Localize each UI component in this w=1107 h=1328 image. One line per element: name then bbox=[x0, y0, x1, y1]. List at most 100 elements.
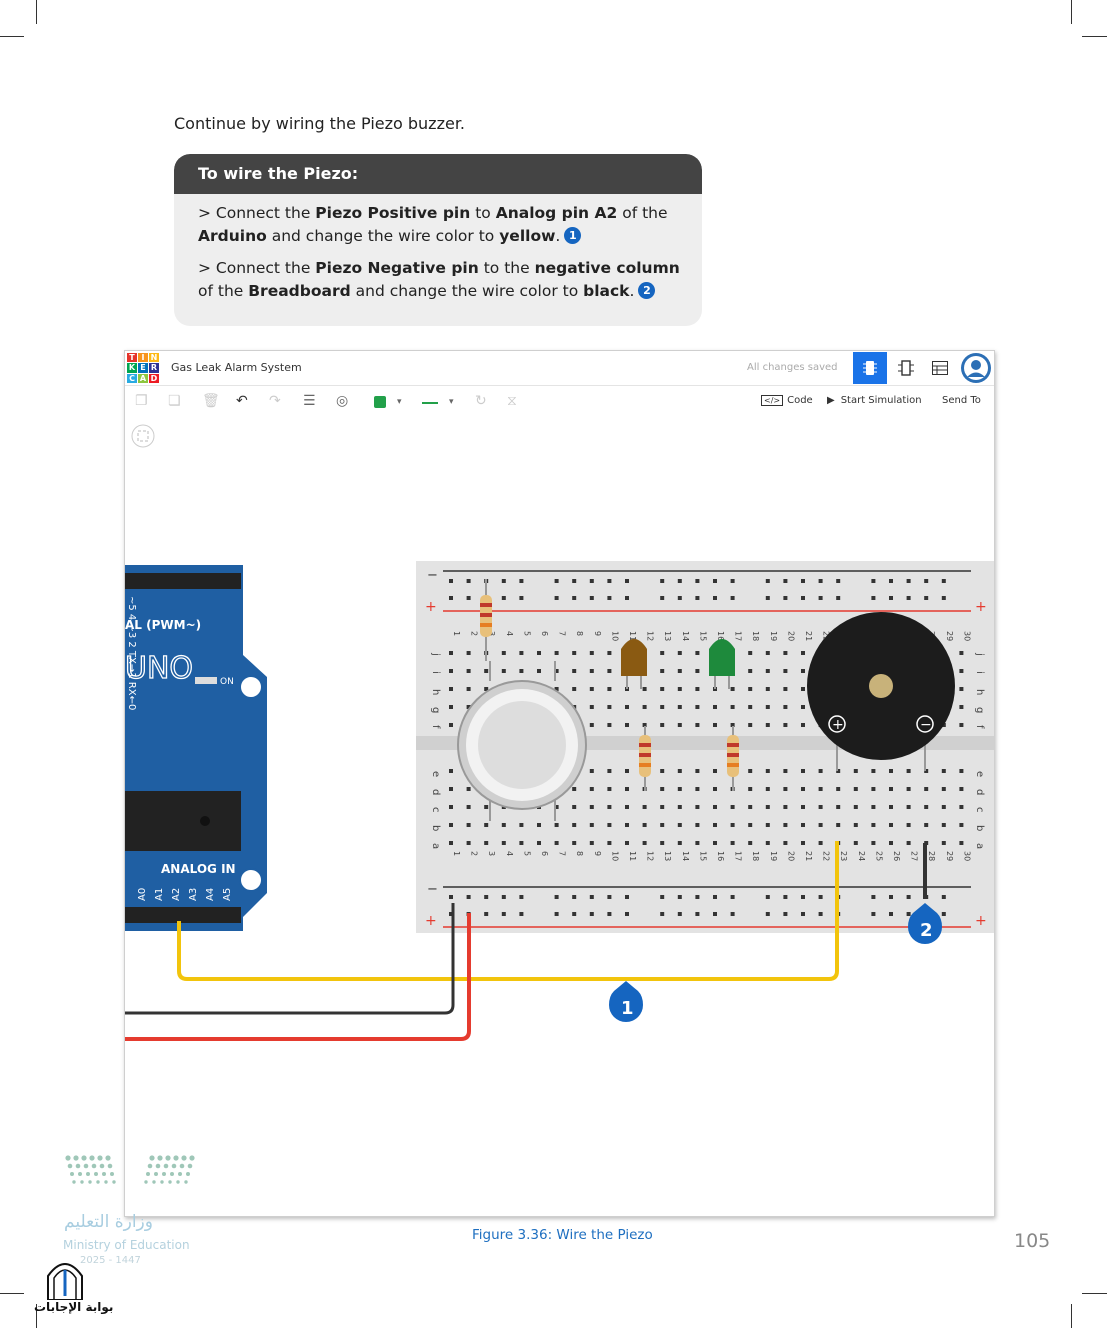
breadboard-hole[interactable] bbox=[801, 705, 805, 709]
breadboard-hole[interactable] bbox=[695, 895, 700, 899]
breadboard-hole[interactable] bbox=[677, 596, 682, 600]
undo-icon[interactable]: ↶ bbox=[236, 393, 248, 409]
breadboard-hole[interactable] bbox=[501, 651, 506, 655]
breadboard-hole[interactable] bbox=[572, 895, 577, 899]
resistor[interactable] bbox=[639, 726, 651, 791]
breadboard-hole[interactable] bbox=[871, 823, 876, 827]
breadboard-hole[interactable] bbox=[783, 723, 788, 727]
breadboard-hole[interactable] bbox=[466, 805, 471, 809]
breadboard-hole[interactable] bbox=[501, 895, 506, 899]
breadboard-hole[interactable] bbox=[607, 769, 612, 773]
breadboard-hole[interactable] bbox=[889, 912, 893, 916]
breadboard-hole[interactable] bbox=[836, 787, 841, 791]
breadboard-hole[interactable] bbox=[783, 895, 788, 899]
breadboard-hole[interactable] bbox=[730, 823, 735, 827]
breadboard-hole[interactable] bbox=[677, 723, 682, 727]
breadboard-hole[interactable] bbox=[889, 787, 893, 791]
breadboard-hole[interactable] bbox=[818, 805, 823, 809]
breadboard-hole[interactable] bbox=[660, 895, 665, 899]
breadboard-hole[interactable] bbox=[695, 805, 700, 809]
breadboard-hole[interactable] bbox=[713, 805, 717, 809]
breadboard-hole[interactable] bbox=[765, 912, 770, 916]
breadboard-hole[interactable] bbox=[871, 596, 876, 600]
breadboard-hole[interactable] bbox=[748, 687, 753, 691]
breadboard-hole[interactable] bbox=[607, 787, 612, 791]
schematic-view-button[interactable] bbox=[889, 352, 923, 384]
breadboard-hole[interactable] bbox=[449, 705, 453, 709]
breadboard-hole[interactable] bbox=[748, 705, 753, 709]
breadboard-hole[interactable] bbox=[554, 669, 559, 673]
breadboard-hole[interactable] bbox=[818, 596, 823, 600]
breadboard-hole[interactable] bbox=[554, 687, 559, 691]
breadboard-hole[interactable] bbox=[906, 895, 911, 899]
breadboard-hole[interactable] bbox=[572, 805, 577, 809]
breadboard-hole[interactable] bbox=[941, 841, 946, 845]
breadboard-hole[interactable] bbox=[801, 912, 805, 916]
breadboard-hole[interactable] bbox=[537, 823, 541, 827]
breadboard-hole[interactable] bbox=[906, 912, 911, 916]
breadboard-hole[interactable] bbox=[783, 579, 788, 583]
breadboard-hole[interactable] bbox=[501, 669, 506, 673]
breadboard-hole[interactable] bbox=[801, 723, 805, 727]
breadboard-hole[interactable] bbox=[801, 651, 805, 655]
breadboard-hole[interactable] bbox=[695, 687, 700, 691]
breadboard-hole[interactable] bbox=[642, 687, 647, 691]
breadboard-hole[interactable] bbox=[625, 841, 629, 845]
yellow-led[interactable] bbox=[621, 639, 647, 689]
breadboard-hole[interactable] bbox=[818, 823, 823, 827]
breadboard-hole[interactable] bbox=[836, 769, 841, 773]
breadboard-hole[interactable] bbox=[537, 651, 541, 655]
breadboard-hole[interactable] bbox=[449, 596, 453, 600]
breadboard-hole[interactable] bbox=[501, 841, 506, 845]
breadboard-hole[interactable] bbox=[906, 805, 911, 809]
send-to-button[interactable]: Send To bbox=[942, 395, 981, 406]
breadboard-hole[interactable] bbox=[959, 705, 964, 709]
rotate-icon[interactable]: ↻ bbox=[475, 393, 487, 409]
breadboard-hole[interactable] bbox=[713, 895, 717, 899]
breadboard-hole[interactable] bbox=[748, 651, 753, 655]
breadboard-hole[interactable] bbox=[677, 895, 682, 899]
breadboard-hole[interactable] bbox=[713, 841, 717, 845]
breadboard-hole[interactable] bbox=[660, 596, 665, 600]
breadboard-hole[interactable] bbox=[537, 669, 541, 673]
red-wire[interactable] bbox=[125, 913, 471, 1041]
breadboard-hole[interactable] bbox=[466, 579, 471, 583]
breadboard-hole[interactable] bbox=[695, 596, 700, 600]
breadboard-hole[interactable] bbox=[466, 705, 471, 709]
breadboard-hole[interactable] bbox=[484, 805, 489, 809]
delete-icon[interactable]: 🗑 bbox=[202, 393, 220, 409]
breadboard-hole[interactable] bbox=[519, 841, 524, 845]
breadboard-hole[interactable] bbox=[765, 705, 770, 709]
breadboard-hole[interactable] bbox=[695, 769, 700, 773]
breadboard-hole[interactable] bbox=[625, 596, 629, 600]
breadboard-hole[interactable] bbox=[906, 841, 911, 845]
breadboard-hole[interactable] bbox=[713, 723, 717, 727]
breadboard-hole[interactable] bbox=[660, 669, 665, 673]
breadboard-hole[interactable] bbox=[589, 769, 594, 773]
paste-icon[interactable]: ❏ bbox=[168, 393, 181, 409]
breadboard-hole[interactable] bbox=[572, 912, 577, 916]
breadboard-hole[interactable] bbox=[748, 805, 753, 809]
breadboard-hole[interactable] bbox=[765, 841, 770, 845]
breadboard-hole[interactable] bbox=[625, 895, 629, 899]
breadboard-hole[interactable] bbox=[853, 787, 858, 791]
breadboard-hole[interactable] bbox=[695, 723, 700, 727]
breadboard-hole[interactable] bbox=[941, 805, 946, 809]
breadboard-hole[interactable] bbox=[889, 823, 893, 827]
breadboard-hole[interactable] bbox=[554, 823, 559, 827]
breadboard-hole[interactable] bbox=[677, 841, 682, 845]
breadboard-hole[interactable] bbox=[589, 687, 594, 691]
breadboard-hole[interactable] bbox=[572, 596, 577, 600]
breadboard-hole[interactable] bbox=[607, 669, 612, 673]
breadboard-hole[interactable] bbox=[501, 579, 506, 583]
breadboard-hole[interactable] bbox=[765, 596, 770, 600]
breadboard-hole[interactable] bbox=[519, 823, 524, 827]
color-picker-swatch[interactable] bbox=[374, 396, 386, 408]
breadboard-hole[interactable] bbox=[871, 805, 876, 809]
redo-icon[interactable]: ↷ bbox=[269, 393, 281, 409]
breadboard-hole[interactable] bbox=[572, 823, 577, 827]
breadboard-hole[interactable] bbox=[871, 579, 876, 583]
breadboard-hole[interactable] bbox=[818, 912, 823, 916]
resistor[interactable] bbox=[480, 579, 492, 661]
